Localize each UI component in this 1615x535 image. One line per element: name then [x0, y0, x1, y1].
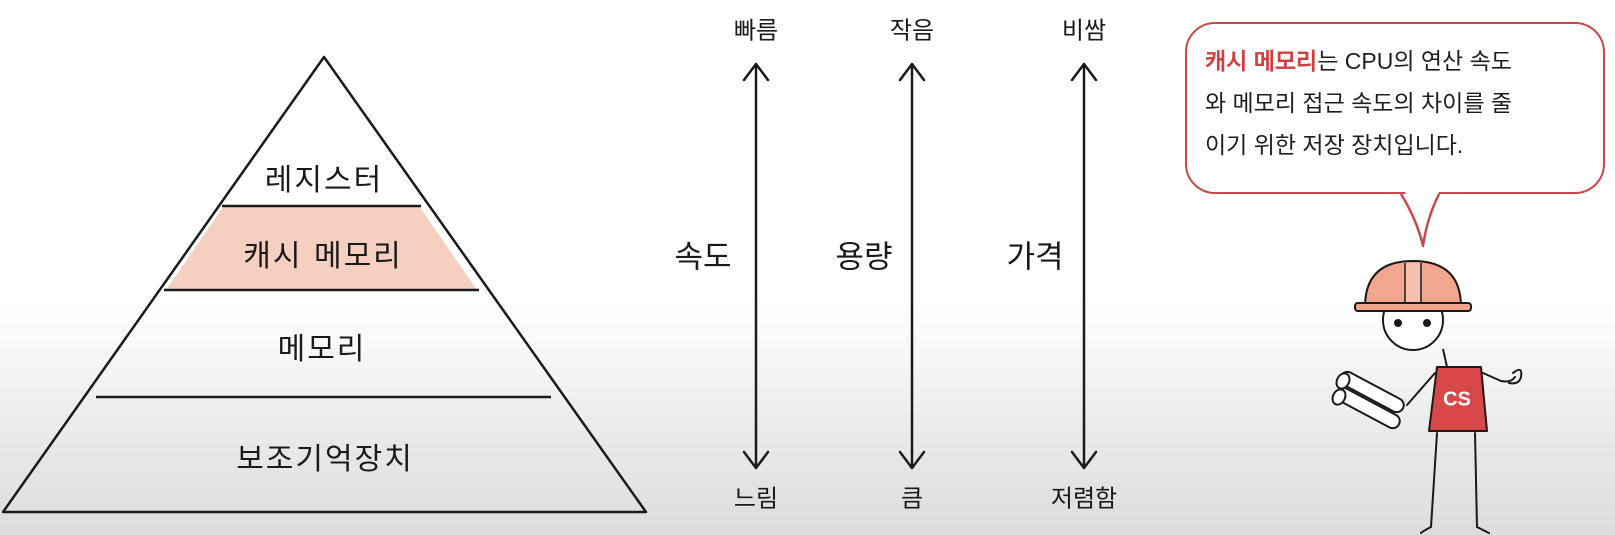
callout-highlight: 캐시 메모리 — [1205, 48, 1318, 74]
pyramid-outline — [1, 55, 648, 514]
speed-axis-label: 속도 — [674, 239, 732, 276]
mascot-left-arm — [1406, 372, 1436, 406]
mascot-scrolls — [1331, 370, 1405, 430]
mascot-shirt — [1428, 366, 1488, 432]
mascot-character — [1331, 259, 1523, 534]
speed-arrow — [742, 62, 770, 470]
pyramid-layer-secondary-storage: 보조기억장치 — [236, 442, 414, 477]
capacity-bottom-label: 큼 — [900, 484, 924, 513]
price-top-label: 비쌈 — [1061, 16, 1107, 45]
callout-line-1: 캐시 메모리는 CPU의 연산 속도 — [1205, 40, 1595, 82]
capacity-axis-label: 용량 — [835, 239, 893, 276]
speech-bubble-tail — [1395, 192, 1445, 248]
speech-bubble — [1185, 22, 1605, 194]
mascot-right-arm — [1482, 372, 1516, 383]
pyramid-cache-band — [166, 206, 477, 290]
mascot-shirt-logo: CS — [1443, 388, 1471, 411]
callout-line-2: 와 메모리 접근 속도의 차이를 줄 — [1205, 90, 1513, 116]
price-axis-label: 가격 — [1006, 239, 1064, 276]
speed-top-label: 빠름 — [733, 16, 779, 45]
pyramid-layer-memory: 메모리 — [277, 332, 367, 367]
mascot-right-eye — [1423, 319, 1431, 327]
mascot-left-leg — [1430, 432, 1438, 528]
callout-line-3: 이기 위한 저장 장치입니다. — [1205, 132, 1464, 158]
mascot-helmet — [1354, 259, 1472, 312]
pyramid-layer-register: 레지스터 — [264, 163, 384, 198]
price-bottom-label: 저렴함 — [1050, 484, 1118, 513]
capacity-arrow — [898, 62, 926, 470]
pyramid-layer-cache-memory: 캐시 메모리 — [243, 239, 403, 274]
price-arrow — [1070, 62, 1098, 470]
capacity-top-label: 작음 — [889, 16, 935, 45]
mascot-right-leg — [1474, 432, 1478, 528]
speed-bottom-label: 느림 — [733, 484, 779, 513]
callout-line-1-rest: 는 CPU의 연산 속도 — [1317, 48, 1512, 74]
callout-text: 캐시 메모리는 CPU의 연산 속도 와 메모리 접근 속도의 차이를 줄 이기… — [1205, 40, 1595, 166]
mascot-left-eye — [1394, 319, 1402, 327]
